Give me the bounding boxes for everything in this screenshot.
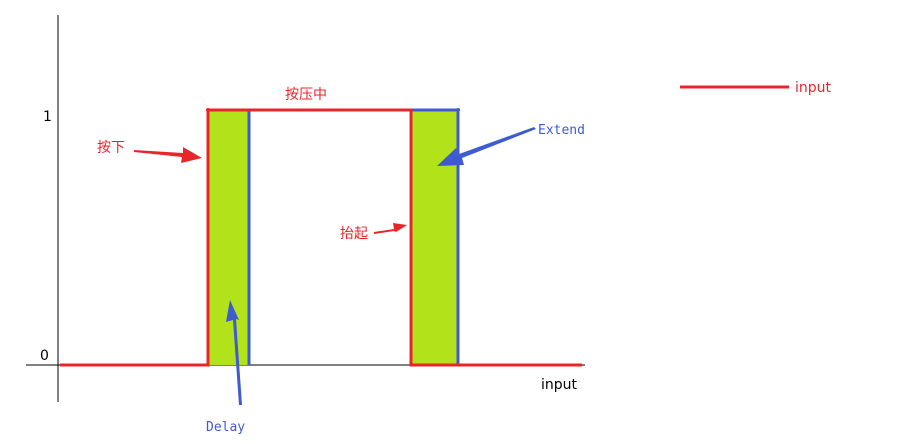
label-press-down: 按下 xyxy=(97,140,125,156)
signal-rise-dot xyxy=(206,108,210,112)
press-down-arrow xyxy=(134,147,202,163)
lift-up-arrow xyxy=(374,223,407,234)
delay-region xyxy=(208,110,249,365)
label-lift-up: 抬起 xyxy=(340,226,368,242)
extend-region xyxy=(411,110,458,365)
input-signal xyxy=(60,108,582,367)
delay-arrow xyxy=(226,300,242,405)
extend-arrow xyxy=(437,127,536,166)
label-extend: Extend xyxy=(538,123,585,138)
label-delay: Delay xyxy=(206,420,245,435)
y-tick-0: 0 xyxy=(40,348,49,364)
extend-corner-dot xyxy=(456,108,460,112)
legend-label: input xyxy=(795,80,832,96)
y-tick-1: 1 xyxy=(43,109,52,125)
x-axis-label: input xyxy=(541,377,578,393)
label-pressing: 按压中 xyxy=(285,87,327,103)
